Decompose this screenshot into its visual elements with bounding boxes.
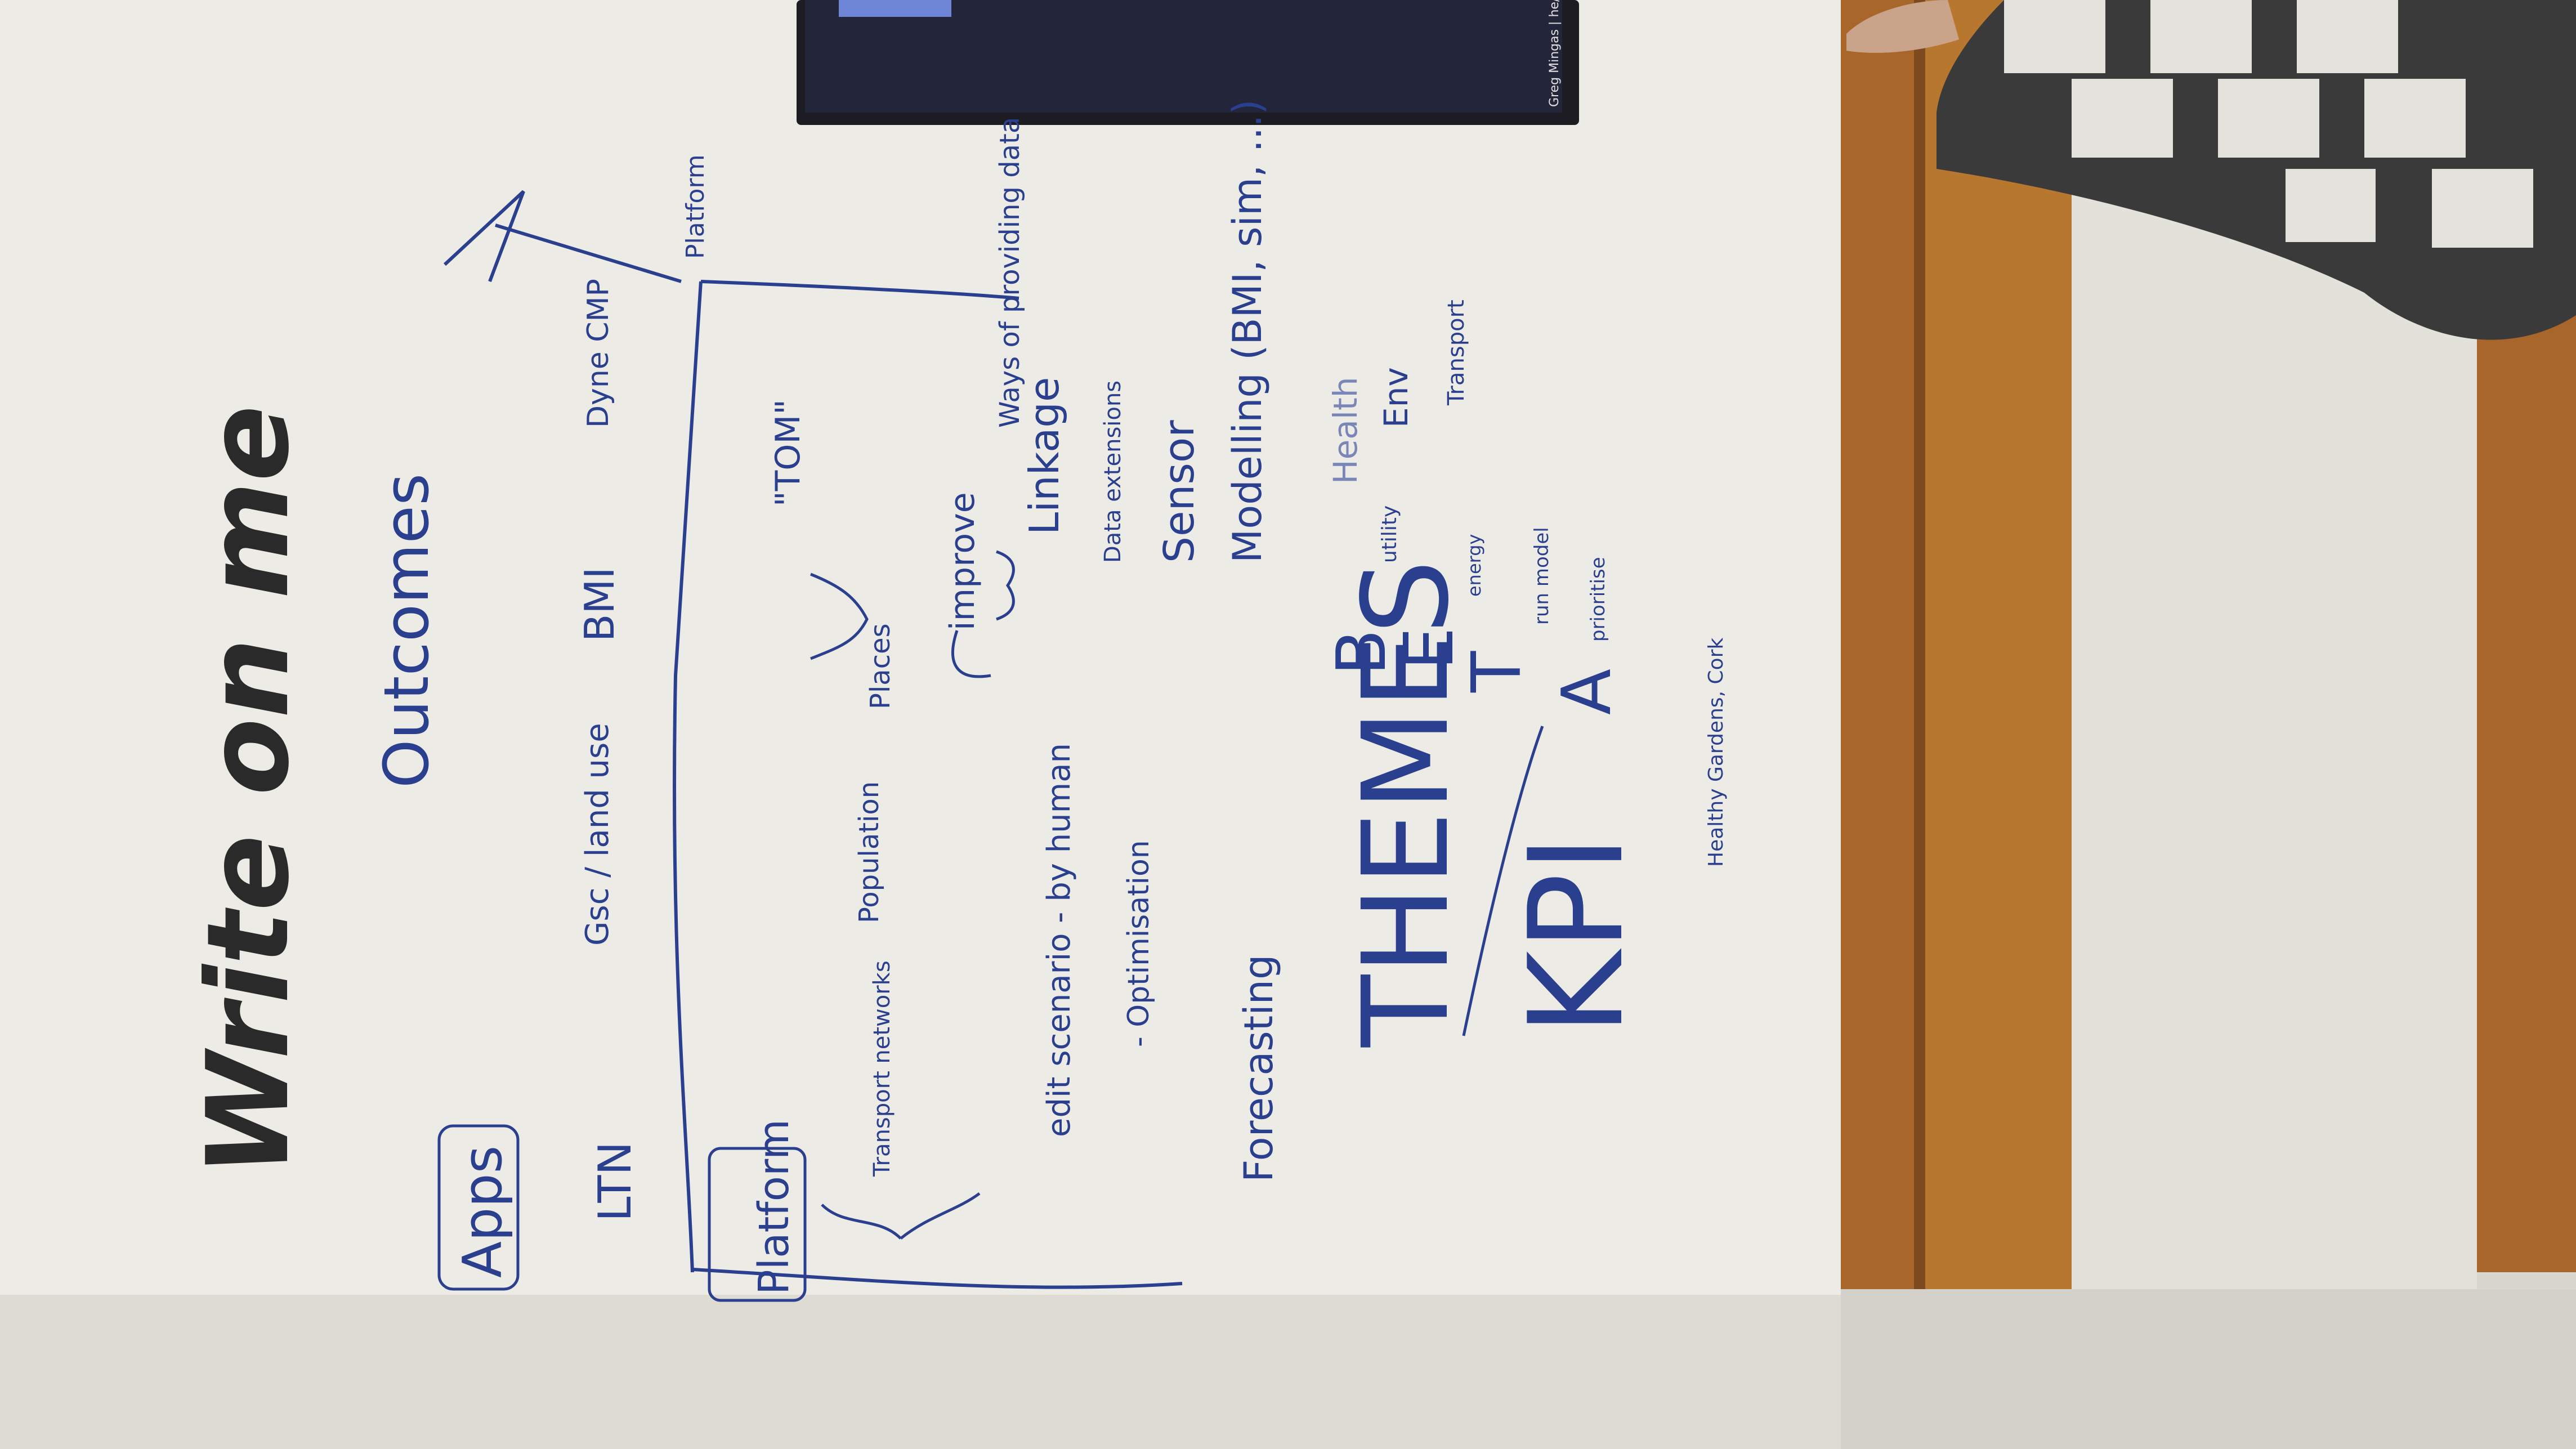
axis-title-outcomes: Outcomes xyxy=(370,473,442,788)
modelling-label: Modelling (BMI, sim, ...) xyxy=(1224,99,1271,563)
apps-item-dyne: Dyne CMP xyxy=(582,279,615,428)
whiteboard-surface xyxy=(0,0,1852,1449)
theme-health: Health xyxy=(1326,377,1365,484)
wood-frame-left xyxy=(1841,0,1925,1300)
tv-caption: Greg Mingas | he/him xyxy=(1548,0,1562,107)
improve-item-linkage: Linkage xyxy=(1021,377,1068,535)
improve-arrow xyxy=(951,630,991,678)
improve-label: improve xyxy=(943,492,982,630)
apps-item-ltn: LTN xyxy=(589,1142,641,1222)
platform-item-tom: "TOM" xyxy=(768,399,808,507)
apps-box xyxy=(437,1124,520,1291)
beta-letter-a: A xyxy=(1548,669,1626,715)
forecasting-label: Forecasting xyxy=(1236,955,1282,1182)
tv-screen xyxy=(805,0,1562,113)
beta-letter-e: E xyxy=(1390,627,1469,670)
floor xyxy=(1841,1289,2576,1449)
improve-item-data-extensions: Data extensions xyxy=(1100,381,1126,563)
tv-window xyxy=(839,0,951,17)
beta-letter-b: B xyxy=(1323,629,1401,676)
healthy-note: Healthy Gardens, Cork xyxy=(1705,637,1728,867)
platform-box xyxy=(708,1147,807,1302)
beta-word-energy: energy xyxy=(1464,534,1485,597)
platform-brace xyxy=(810,573,869,660)
beta-word-utility: utility xyxy=(1378,506,1401,563)
axis-label-apps: Apps xyxy=(452,1146,514,1278)
kpi-heading: KPI xyxy=(1502,835,1652,1036)
apps-item-land-use: Gsc / land use xyxy=(579,723,616,946)
beta-letter-t: T xyxy=(1458,651,1536,693)
whiteboard-shade xyxy=(0,1295,1852,1449)
wood-frame-right xyxy=(1925,0,2072,1289)
axis-lines xyxy=(443,190,1183,1289)
themes-heading: THEMES xyxy=(1337,560,1475,1048)
platform-item-population: Population xyxy=(853,781,885,923)
edit-scenario-label: edit scenario - by human xyxy=(1041,743,1077,1137)
platform-item-transport: Transport networks xyxy=(869,960,895,1177)
wood-shadow xyxy=(1914,0,1925,1295)
platform-box-label: Platform xyxy=(750,1119,798,1295)
improve-brace xyxy=(996,550,1015,621)
person-plaid-shirt xyxy=(1846,0,2576,340)
platform-item-places: Places xyxy=(865,623,896,709)
apps-item-bmi: BMI xyxy=(576,567,623,642)
sensor-label: Sensor xyxy=(1155,420,1204,563)
platform-bracket xyxy=(821,1192,981,1240)
axis-label-platform: Platform xyxy=(681,154,710,259)
edit-scenario-optimisation: - Optimisation xyxy=(1122,840,1156,1047)
improve-item-ways-of-providing: Ways of providing data xyxy=(994,117,1026,428)
slogan-write-on-me: Write on me xyxy=(183,405,314,1177)
theme-env: Env xyxy=(1377,367,1415,428)
beta-word-prioritise: prioritise xyxy=(1587,557,1609,642)
beta-word-run-model: run model xyxy=(1531,527,1553,625)
theme-transport: Transport xyxy=(1443,299,1469,406)
themes-underline xyxy=(1462,726,1544,1036)
